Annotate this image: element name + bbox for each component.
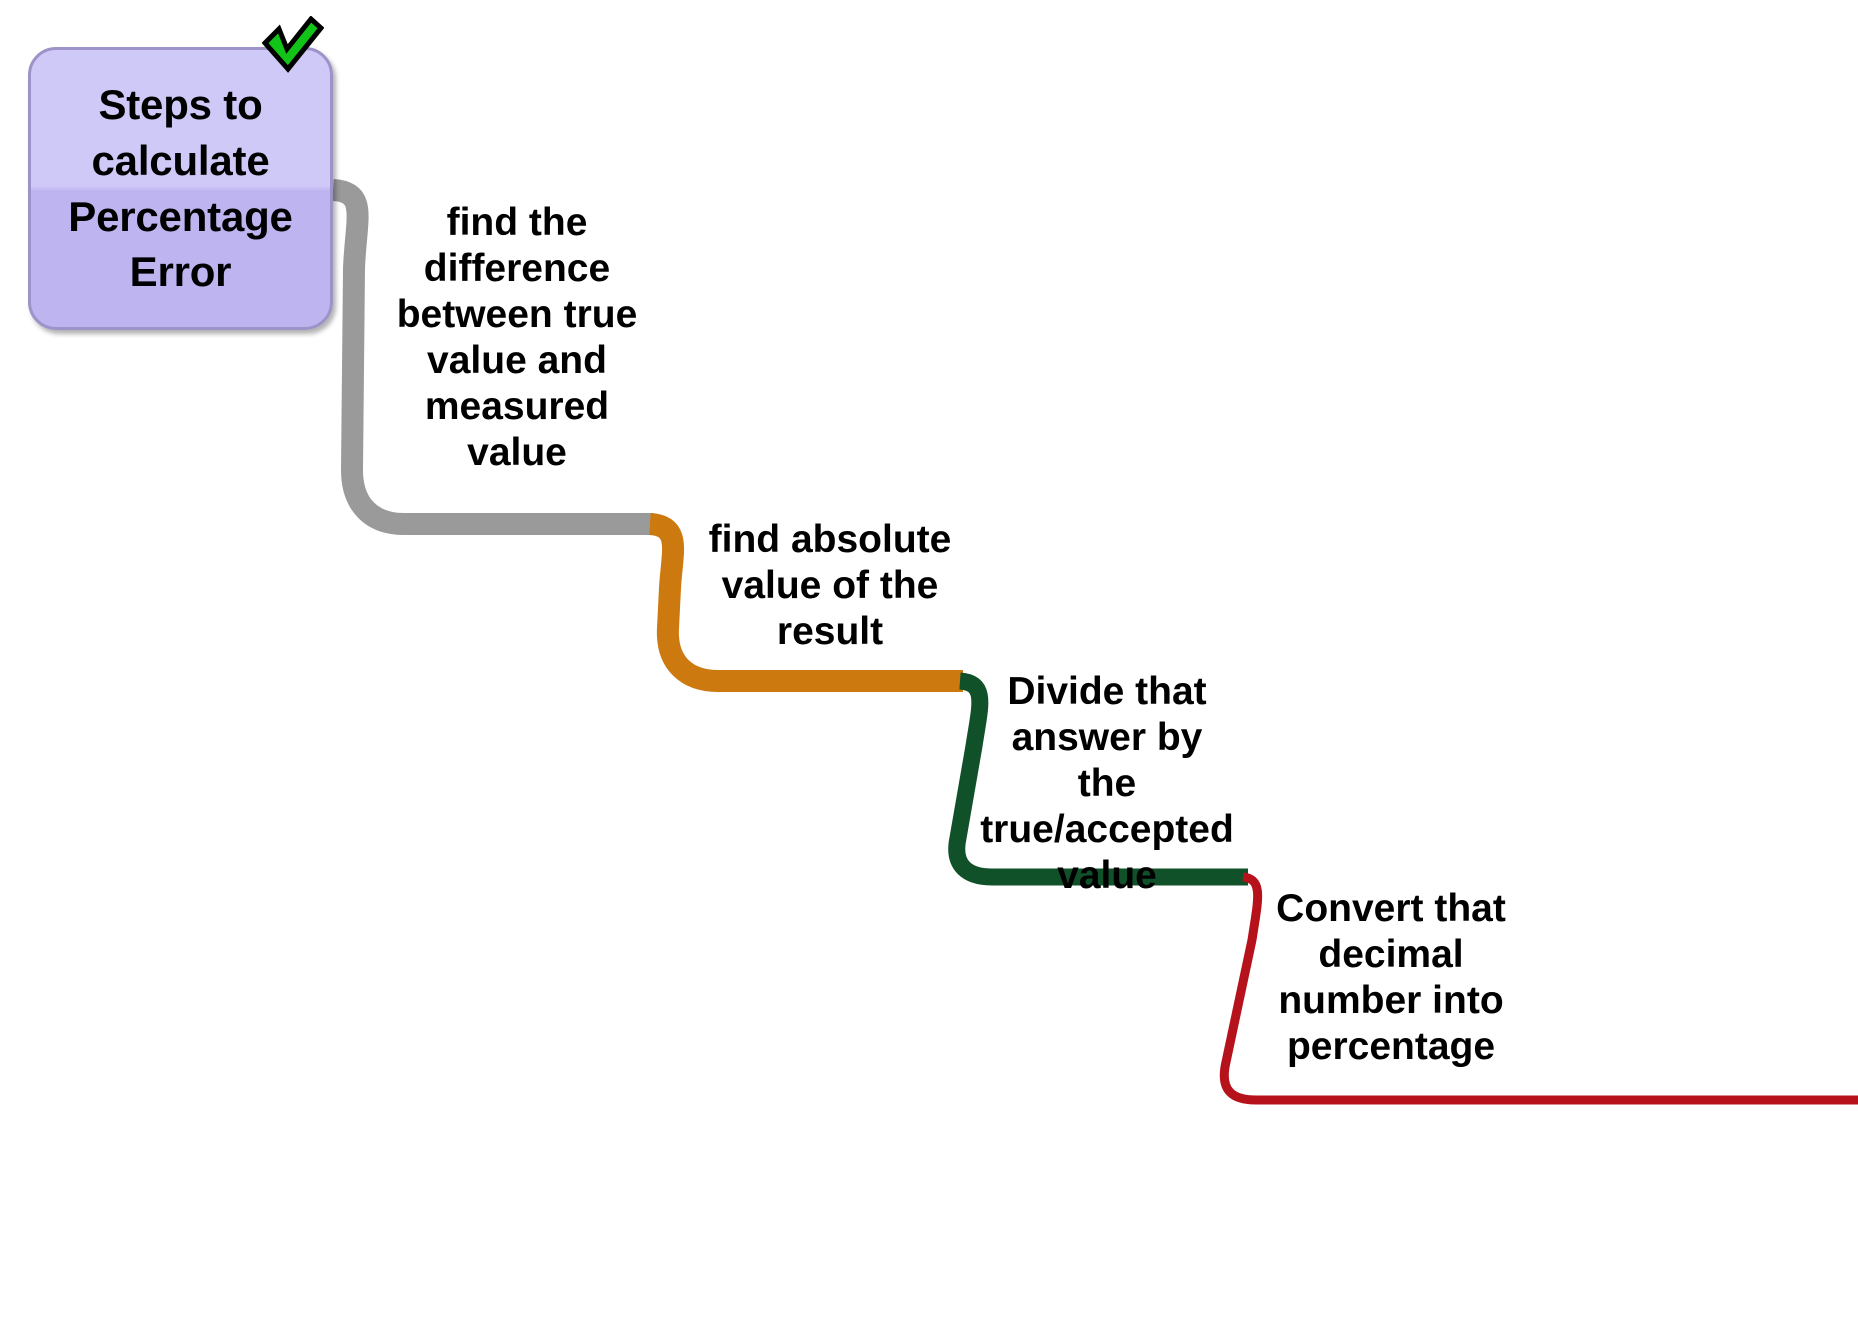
step-2-label: find absolute value of the result: [708, 518, 952, 654]
connector-step-3: [948, 672, 1248, 886]
connector-step-1: [331, 179, 654, 535]
check-mark-icon: [262, 16, 324, 73]
root-node-label: Steps to calculate Percentage Error: [68, 80, 293, 296]
connector-step-4: [1219, 872, 1858, 1105]
root-node[interactable]: Steps to calculate Percentage Error: [28, 47, 333, 330]
step-1-label: find the difference between true value a…: [396, 201, 638, 475]
step-4-label: Convert that decimal number into percent…: [1276, 887, 1506, 1069]
connector-step-2: [648, 513, 963, 692]
step-3-label: Divide that answer by the true/accepted …: [980, 670, 1234, 898]
